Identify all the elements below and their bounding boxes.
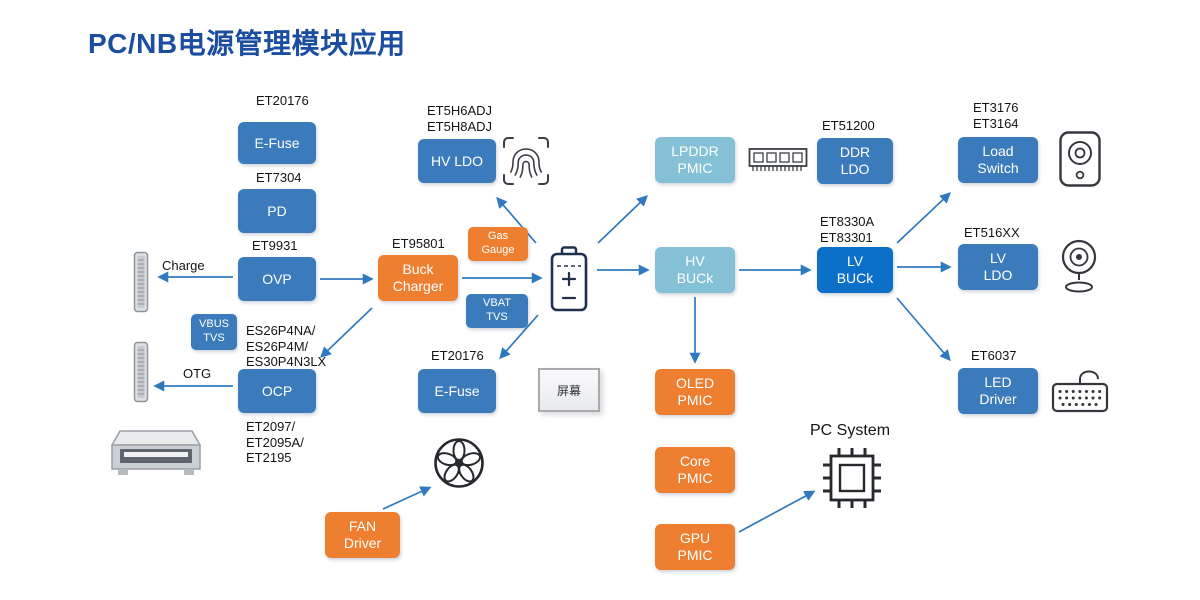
fan-icon [433, 436, 485, 490]
caption-et3176: ET3176 ET3164 [973, 100, 1019, 131]
screen-label: 屏幕 [556, 383, 581, 398]
node-oled-pmic: OLED PMIC [655, 369, 735, 415]
node-gas-gauge: Gas Gauge [468, 227, 528, 261]
caption-et7304: ET7304 [256, 170, 302, 185]
node-vbus-tvs: VBUS TVS [191, 314, 237, 350]
caption-et516xx: ET516XX [964, 225, 1020, 240]
node-ovp: OVP [238, 257, 316, 301]
node-fan-driver: FAN Driver [325, 512, 400, 558]
node-efuse-bottom: E-Fuse [418, 369, 496, 413]
usb-a-port-icon [106, 417, 206, 479]
screen-icon: 屏幕 [538, 368, 600, 412]
fingerprint-icon [502, 136, 550, 186]
node-efuse-top: E-Fuse [238, 122, 316, 164]
caption-charge-label: Charge [162, 258, 205, 273]
edge-lvbuck-to-loadswitch [896, 192, 952, 244]
caption-et51200: ET51200 [822, 118, 875, 133]
edge-fandriver-to-fan [382, 486, 432, 510]
caption-es26p4: ES26P4NA/ ES26P4M/ ES30P4N3LX [246, 323, 327, 370]
node-led-driver: LED Driver [958, 368, 1038, 414]
node-lpddr-pmic: LPDDR PMIC [655, 137, 735, 183]
caption-pc-system-label: PC System [810, 422, 891, 439]
node-vbat-tvs: VBAT TVS [466, 294, 528, 328]
caption-et8330a: ET8330A ET83301 [820, 214, 875, 245]
node-ddr-ldo: DDR LDO [817, 138, 893, 184]
node-ocp: OCP [238, 369, 316, 413]
node-lv-ldo: LV LDO [958, 244, 1038, 290]
edge-gpupmic-to-chip [738, 490, 816, 533]
caption-otg-label: OTG [183, 366, 212, 381]
node-hv-buck: HV BUCk [655, 247, 735, 293]
ddr-memory-icon [748, 143, 808, 179]
node-gpu-pmic: GPU PMIC [655, 524, 735, 570]
usb-connector-top-icon [132, 251, 150, 313]
cpu-chip-icon [820, 447, 884, 509]
node-hv-ldo: HV LDO [418, 139, 496, 183]
caption-et5h6adj: ET5H6ADJ ET5H8ADJ [427, 103, 493, 134]
edge-buck-to-ocp [320, 307, 373, 358]
caption-et95801: ET95801 [392, 236, 445, 251]
speaker-icon [1057, 130, 1103, 188]
caption-et6037: ET6037 [971, 348, 1017, 363]
node-lv-buck: LV BUCk [817, 247, 893, 293]
node-buck-charger: Buck Charger [378, 255, 458, 301]
caption-et2097: ET2097/ ET2095A/ ET2195 [246, 419, 304, 466]
caption-et20176-top: ET20176 [256, 93, 309, 108]
usb-connector-bottom-icon [132, 341, 150, 403]
page-title: PC/NB电源管理模块应用 [88, 28, 406, 59]
edge-battery-to-lpddr [597, 195, 648, 244]
keyboard-icon [1050, 362, 1110, 414]
battery-icon [548, 246, 590, 312]
caption-et9931: ET9931 [252, 238, 298, 253]
webcam-icon [1054, 236, 1104, 296]
edge-lvbuck-to-leddriver [896, 297, 951, 362]
node-core-pmic: Core PMIC [655, 447, 735, 493]
node-load-switch: Load Switch [958, 137, 1038, 183]
caption-et20176-bottom: ET20176 [431, 348, 484, 363]
node-pd: PD [238, 189, 316, 233]
